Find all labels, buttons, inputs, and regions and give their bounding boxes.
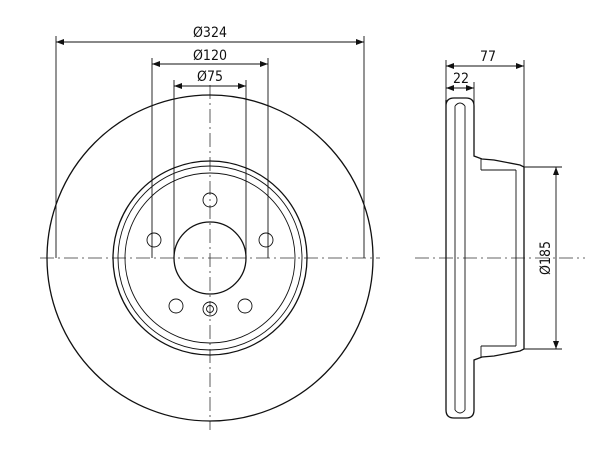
dim-center-bore-label: Ø75 [197,69,223,85]
outer-rim-circle [46,94,374,422]
bolt-hole-upper-left [146,232,162,248]
locator-hole-inner [206,305,214,313]
bolt-hole-top [202,192,218,208]
bolt-hole-upper-right [258,232,274,248]
dim-total-height-label: 77 [480,49,496,65]
disc-section-outline [445,97,525,419]
bolt-hole-lower-left [168,298,184,314]
front-view: Ø324 Ø120 Ø75 [40,25,380,430]
dim-disc-thickness-label: 22 [453,71,469,87]
vent-slot-bottom-cap [454,409,466,414]
hat-step-circle [117,165,303,351]
dim-hat-diameter-label: Ø185 [538,241,554,275]
hat-inner-circle [124,172,296,344]
bolt-hole-lower-right [237,298,253,314]
vent-slot-top-cap [454,102,466,107]
dim-outer-label: Ø324 [193,25,227,41]
hat-outer-circle [112,160,308,356]
dim-bolt-circle-label: Ø120 [193,48,227,64]
locator-hole-outer [202,301,218,317]
side-view: 77 22 Ø185 [415,49,585,419]
